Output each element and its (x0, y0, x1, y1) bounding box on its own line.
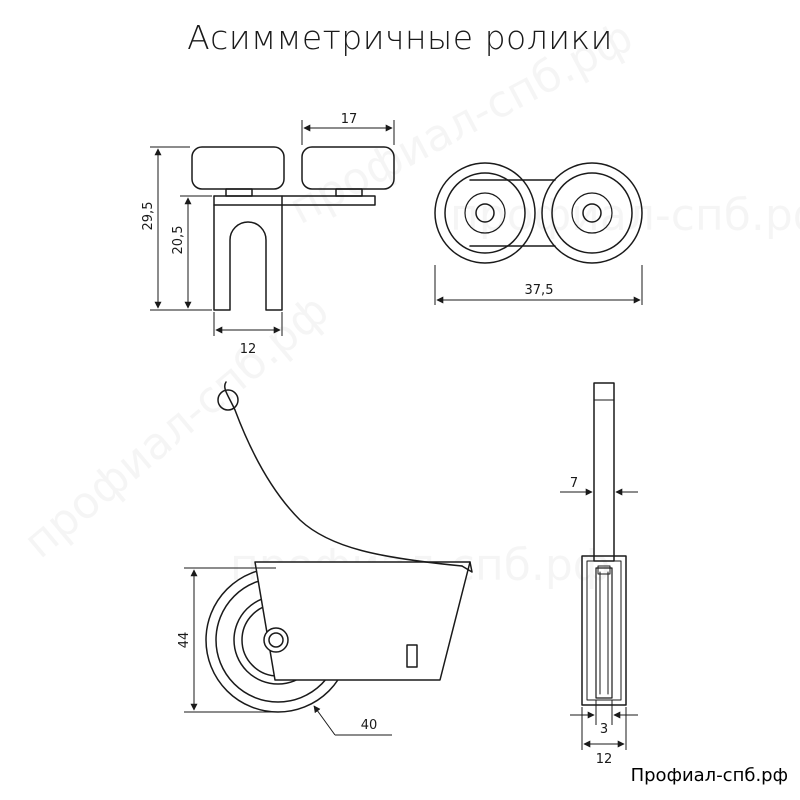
page-title: Асимметричные ролики (187, 18, 613, 57)
dimension-label: 29,5 (141, 202, 156, 231)
watermark-text: профиал-спб.рф (14, 285, 338, 569)
dimension-label: 40 (361, 718, 378, 733)
dimension-label: 7 (570, 476, 578, 491)
narrow-view (581, 382, 627, 706)
front-view (191, 146, 395, 311)
dimension-label: 44 (177, 632, 192, 649)
watermark-text: профиал-спб.рф (450, 190, 800, 241)
dimension-label: 17 (341, 112, 358, 127)
dimension-label: 20,5 (171, 226, 186, 255)
dimension-label: 3 (600, 722, 608, 737)
site-footer-text: Профиал-спб.рф (630, 765, 788, 786)
dimension-label: 12 (596, 752, 613, 767)
side-view (205, 381, 473, 713)
dimension-label: 37,5 (525, 283, 554, 298)
plan-view (434, 162, 643, 264)
dimension-label: 12 (240, 342, 257, 357)
